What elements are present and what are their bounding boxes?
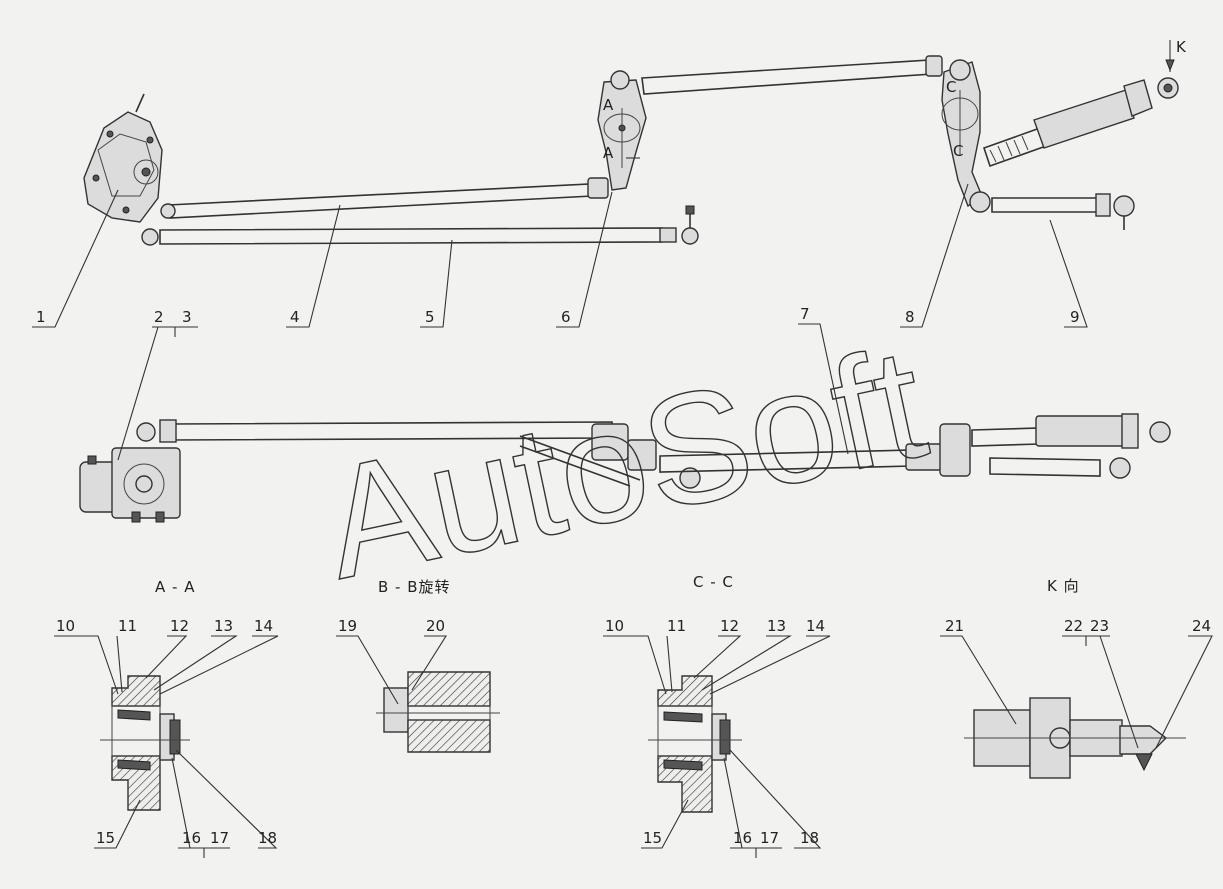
callout-16-cc: 16 — [733, 829, 752, 847]
k-view-marker: K — [1165, 38, 1187, 72]
tie-rod-end — [991, 193, 1135, 230]
top-view: K A A C C — [83, 38, 1187, 246]
section-bb: B - B旋转 — [376, 578, 500, 753]
steering-gear-box — [83, 93, 163, 223]
section-aa-title: A - A — [155, 578, 195, 596]
section-mark-a-bottom: A — [603, 144, 614, 162]
section-mark-a-top: A — [603, 96, 614, 114]
callout-7: 7 — [800, 305, 810, 323]
gear-box-side — [79, 422, 181, 523]
side-view — [79, 413, 1171, 523]
callout-11-cc: 11 — [667, 617, 686, 635]
power-cylinder — [982, 77, 1179, 168]
intermediate-arm — [597, 70, 647, 191]
drag-link — [160, 177, 609, 219]
k-view-title: K 向 — [1047, 577, 1080, 595]
section-aa: A - A — [100, 578, 195, 811]
callout-15-cc: 15 — [643, 829, 662, 847]
callout-14-cc: 14 — [806, 617, 825, 635]
callout-12: 12 — [170, 617, 189, 635]
callout-18-cc: 18 — [800, 829, 819, 847]
callout-1: 1 — [36, 308, 46, 326]
section-bb-title: B - B旋转 — [378, 578, 451, 596]
steering-arm — [941, 59, 991, 213]
tie-rod — [141, 205, 699, 246]
callout-numbers: 1 2 3 4 5 6 7 8 9 10 11 12 13 14 15 16 1… — [36, 305, 1211, 847]
k-view: K 向 — [964, 577, 1186, 779]
callout-17-cc: 17 — [760, 829, 779, 847]
section-cc: C - C — [648, 573, 742, 813]
callout-17: 17 — [210, 829, 229, 847]
callout-5: 5 — [425, 308, 435, 326]
callout-21: 21 — [945, 617, 964, 635]
k-view-label: K — [1176, 38, 1187, 56]
callout-23: 23 — [1090, 617, 1109, 635]
callout-22: 22 — [1064, 617, 1083, 635]
callout-3: 3 — [182, 308, 192, 326]
callout-4: 4 — [290, 308, 300, 326]
callout-13: 13 — [214, 617, 233, 635]
callout-18: 18 — [258, 829, 277, 847]
section-mark-c-bottom: C — [953, 142, 963, 160]
callout-8: 8 — [905, 308, 915, 326]
callout-24: 24 — [1192, 617, 1211, 635]
callout-13-cc: 13 — [767, 617, 786, 635]
callout-20: 20 — [426, 617, 445, 635]
relay-rod — [641, 55, 943, 95]
callout-16: 16 — [182, 829, 201, 847]
section-cc-title: C - C — [693, 573, 734, 591]
callout-19: 19 — [338, 617, 357, 635]
callout-11: 11 — [118, 617, 137, 635]
callout-2: 2 — [154, 308, 164, 326]
watermark: AutoSoft — [309, 314, 938, 612]
leader-lines — [32, 183, 1213, 858]
section-mark-c-top: C — [946, 78, 956, 96]
callout-9: 9 — [1070, 308, 1080, 326]
callout-12-cc: 12 — [720, 617, 739, 635]
callout-10-cc: 10 — [605, 617, 624, 635]
callout-14: 14 — [254, 617, 273, 635]
callout-10: 10 — [56, 617, 75, 635]
callout-6: 6 — [561, 308, 571, 326]
callout-15: 15 — [96, 829, 115, 847]
